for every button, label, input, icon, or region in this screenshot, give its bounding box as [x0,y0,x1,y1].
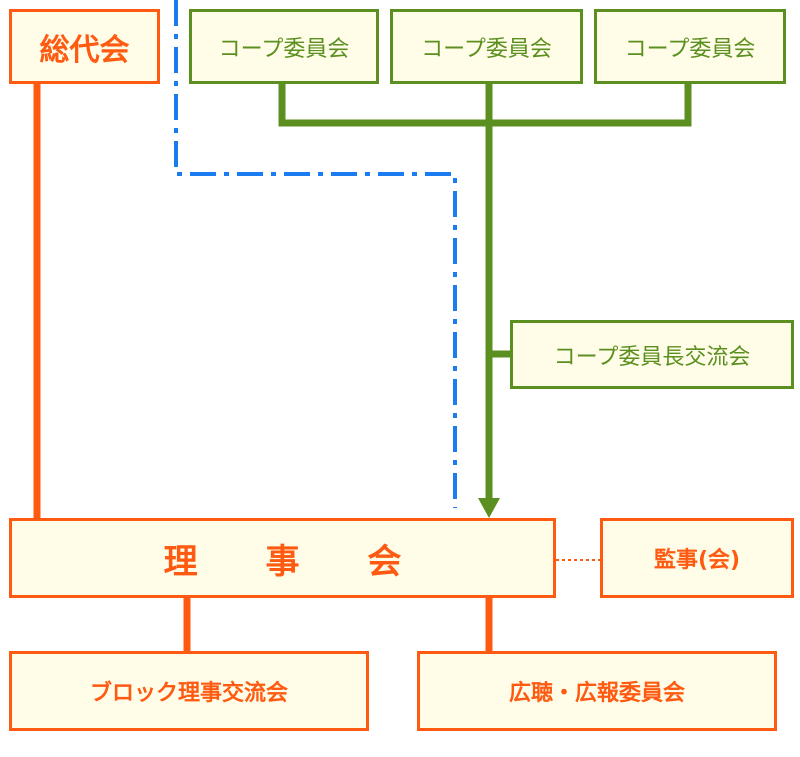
rijikai-box: 理 事 会 [9,518,556,598]
coop-committee-box-2: コープ委員会 [390,9,583,84]
coop-committee-label-2: コープ委員会 [421,36,552,62]
kouchou-committee-box: 広聴・広報委員会 [417,651,777,731]
green-bracket-coop-committees [278,84,692,127]
rijikai-label: 理 事 会 [163,541,430,582]
coop-committee-label-1: コープ委員会 [218,36,350,62]
block-meeting-box: ブロック理事交流会 [9,651,369,731]
coop-chairs-meeting-label: コープ委員長交流会 [553,344,751,370]
soudaikai-label: 総代会 [39,32,130,68]
kanji-box: 監事(会) [600,518,794,598]
kouchou-committee-label: 広聴・広報委員会 [508,681,685,706]
green-arrowhead [478,498,500,518]
kanji-label: 監事(会) [653,548,741,573]
coop-committee-box-1: コープ委員会 [189,9,379,84]
soudaikai-box: 総代会 [9,9,160,84]
blue-dashdot-connector [174,0,457,508]
coop-committee-box-3: コープ委員会 [594,9,786,84]
block-meeting-label: ブロック理事交流会 [89,681,288,706]
coop-chairs-meeting-box: コープ委員長交流会 [510,320,794,389]
coop-committee-label-3: コープ委員会 [624,36,756,62]
